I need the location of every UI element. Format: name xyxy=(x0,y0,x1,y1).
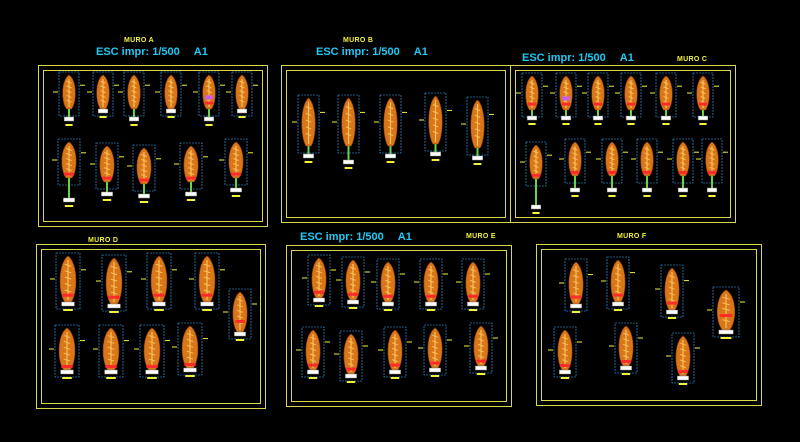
wall-section xyxy=(582,72,614,125)
wall-section xyxy=(90,142,124,201)
wall-section xyxy=(118,71,150,126)
wall-section xyxy=(615,72,647,125)
wall-section xyxy=(193,71,225,126)
sheet-size: A1 xyxy=(193,46,208,58)
sheet-size: A1 xyxy=(619,52,634,64)
wall-section xyxy=(292,94,325,163)
wall-section xyxy=(49,324,85,379)
wall-section xyxy=(666,332,700,385)
wall-section xyxy=(223,288,257,341)
wall-section xyxy=(520,141,552,214)
scale-text: ESC impr: 1/500 xyxy=(96,46,180,58)
wall-section xyxy=(334,330,368,383)
sheet-muro-e-label: MURO E xyxy=(466,233,496,240)
scale-text: ESC impr: 1/500 xyxy=(522,52,606,64)
scale-text: ESC impr: 1/500 xyxy=(316,46,400,58)
wall-section xyxy=(96,254,132,313)
sheet-muro-f-inner-frame xyxy=(541,249,757,401)
wall-section xyxy=(172,322,208,377)
wall-section xyxy=(189,252,225,311)
sheet-size: A1 xyxy=(413,46,428,58)
wall-section xyxy=(127,144,161,203)
wall-section xyxy=(87,71,119,118)
wall-section xyxy=(93,324,129,379)
sheet-muro-b-inner-frame xyxy=(286,70,506,218)
sheet-muro-f[interactable] xyxy=(536,244,762,406)
scale-text: ESC impr: 1/500 xyxy=(300,231,384,243)
wall-section xyxy=(707,286,745,339)
wall-section xyxy=(155,71,187,118)
wall-section xyxy=(174,142,208,201)
wall-section xyxy=(418,324,452,377)
wall-section xyxy=(596,138,628,197)
wall-section xyxy=(696,138,728,197)
wall-section xyxy=(336,256,370,309)
sheet-muro-b-label: MURO B xyxy=(343,37,374,44)
wall-section xyxy=(456,258,490,311)
wall-section xyxy=(550,72,582,125)
wall-section xyxy=(371,258,405,311)
sheet-muro-c[interactable] xyxy=(510,65,736,223)
wall-section xyxy=(302,254,336,307)
wall-section xyxy=(52,138,86,207)
wall-section xyxy=(650,72,682,125)
wall-section xyxy=(53,71,85,126)
wall-section xyxy=(559,138,591,197)
sheet-muro-d-label: MURO D xyxy=(88,237,119,244)
sheet-muro-a-label: MURO A xyxy=(124,37,154,44)
sheet-muro-a-scale-title: ESC impr: 1/500 A1 xyxy=(96,46,208,58)
wall-section xyxy=(687,72,719,125)
wall-section xyxy=(601,256,635,311)
sheet-muro-b-scale-title: ESC impr: 1/500 A1 xyxy=(316,46,428,58)
wall-section xyxy=(419,92,452,161)
wall-section xyxy=(548,326,582,379)
wall-section xyxy=(226,71,258,118)
wall-section xyxy=(378,326,412,379)
wall-section xyxy=(609,322,643,375)
wall-section xyxy=(464,322,498,375)
wall-section xyxy=(50,252,86,311)
sheet-muro-c-scale-title: ESC impr: 1/500 A1 xyxy=(522,52,634,64)
sheet-muro-c-label: MURO C xyxy=(677,56,708,63)
sheet-muro-e-inner-frame xyxy=(291,250,507,402)
sheet-muro-e[interactable] xyxy=(286,245,512,407)
wall-section xyxy=(219,138,253,197)
wall-section xyxy=(667,138,699,197)
sheet-muro-d-inner-frame xyxy=(41,249,261,404)
wall-section xyxy=(332,94,365,169)
wall-section xyxy=(516,72,548,125)
sheet-muro-e-scale-title: ESC impr: 1/500 A1 xyxy=(300,231,412,243)
sheet-muro-f-label: MURO F xyxy=(617,233,647,240)
sheet-muro-a-inner-frame xyxy=(43,70,263,222)
wall-section xyxy=(461,96,494,165)
sheet-muro-a[interactable] xyxy=(38,65,268,227)
wall-section xyxy=(296,326,330,379)
sheet-muro-c-inner-frame xyxy=(515,70,731,218)
wall-section xyxy=(655,264,689,319)
wall-section xyxy=(414,258,448,311)
wall-section xyxy=(631,138,663,197)
wall-section xyxy=(141,252,177,311)
wall-section xyxy=(134,324,170,379)
sheet-size: A1 xyxy=(397,231,412,243)
sheet-muro-d[interactable] xyxy=(36,244,266,409)
wall-section xyxy=(559,258,593,313)
wall-section xyxy=(374,94,407,163)
